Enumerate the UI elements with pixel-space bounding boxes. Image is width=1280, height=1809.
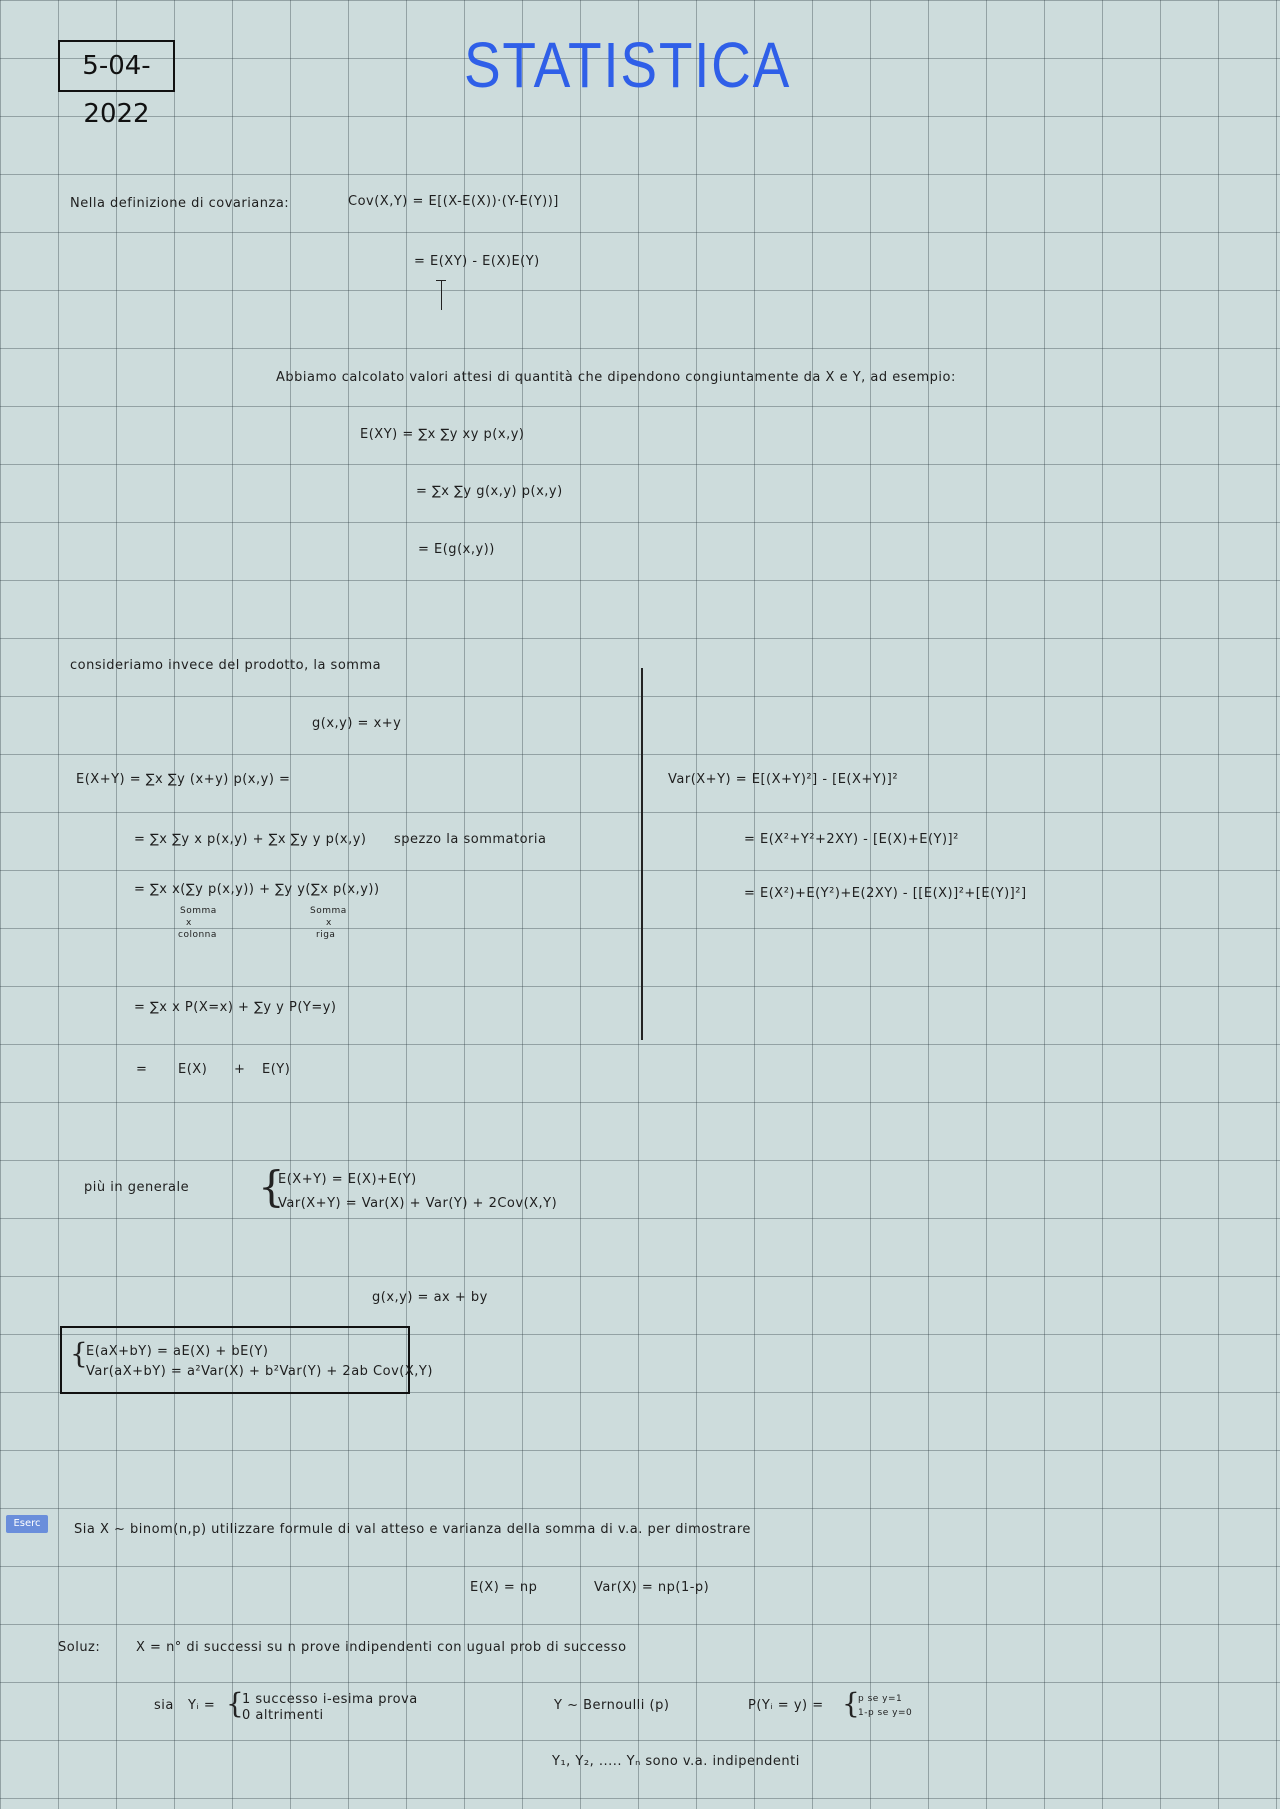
sum-line2: = ∑x ∑y x p(x,y) + ∑x ∑y y p(x,y) [134,832,367,847]
pmf-case1: p se y=1 [858,1694,903,1704]
yi-case0: 0 altrimenti [242,1708,324,1723]
variance-line2: = E(X²+Y²+2XY) - [E(X)+E(Y)]² [744,832,959,847]
result-brace: { [70,1337,88,1370]
sum-line5-plus: + [234,1062,246,1077]
sum-line5-ex: E(X) [178,1062,208,1077]
general-g-def: g(x,y) = ax + by [372,1290,488,1305]
general-s2: Var(X+Y) = Var(X) + Var(Y) + 2Cov(X,Y) [278,1196,558,1211]
bernoulli-text: Y ~ Bernoulli (p) [554,1698,670,1713]
variance-line3: = E(X²)+E(Y²)+E(2XY) - [[E(X)]²+[E(Y)]²] [744,886,1027,901]
solution-label: Soluz: [58,1640,101,1655]
result-line2: Var(aX+bY) = a²Var(X) + b²Var(Y) + 2ab C… [86,1364,433,1379]
date-box: 5-04-2022 [58,40,175,129]
covariance-line2: = E(XY) - E(X)E(Y) [414,254,540,269]
exercise-var: Var(X) = np(1-p) [594,1580,710,1595]
pmf-case0: 1-p se y=0 [858,1708,913,1718]
page-title: STATISTICA [464,29,792,101]
expected-line3: = E(g(x,y)) [418,542,495,557]
sum-line2-note: spezzo la sommatoria [394,832,547,847]
solution-text: X = n° di successi su n prove indipenden… [136,1640,627,1655]
exercise-tag: Eserc [6,1515,48,1533]
general-brace: { [258,1162,285,1211]
note-somma-riga-2: x [326,918,332,928]
pmf-brace: { [842,1687,860,1720]
note-somma-colonna-3: colonna [178,930,217,940]
variance-line1: Var(X+Y) = E[(X+Y)²] - [E(X+Y)]² [668,772,899,787]
arrow-up-line [441,280,442,310]
yi-case1: 1 successo i-esima prova [242,1692,418,1707]
covariance-intro: Nella definizione di covarianza: [70,196,290,211]
note-somma-colonna-2: x [186,918,192,928]
independence-text: Y₁, Y₂, ..... Yₙ sono v.a. indipendenti [552,1754,800,1769]
expected-line2: = ∑x ∑y g(x,y) p(x,y) [416,484,563,499]
expected-text: Abbiamo calcolato valori attesi di quant… [276,370,956,385]
yi-def-label: Yᵢ = [188,1698,216,1713]
sum-intro: consideriamo invece del prodotto, la som… [70,658,382,673]
note-somma-colonna-1: Somma [180,906,217,916]
yi-brace: { [226,1687,244,1720]
sum-line3: = ∑x x(∑y p(x,y)) + ∑y y(∑x p(x,y)) [134,882,380,897]
result-box: { E(aX+bY) = aE(X) + bE(Y) Var(aX+bY) = … [60,1326,432,1394]
exercise-ex: E(X) = np [470,1580,538,1595]
general-intro: più in generale [84,1180,190,1195]
arrow-up-head [436,280,446,281]
expected-line1: E(XY) = ∑x ∑y xy p(x,y) [360,427,525,442]
note-somma-riga-1: Somma [310,906,347,916]
sum-g-def: g(x,y) = x+y [312,716,402,731]
pmf-label: P(Yᵢ = y) = [748,1698,824,1713]
note-somma-riga-3: riga [316,930,336,940]
vertical-divider [641,668,643,1040]
covariance-formula: Cov(X,Y) = E[(X-E(X))·(Y-E(Y))] [348,194,559,209]
exercise-text: Sia X ~ binom(n,p) utilizzare formule di… [74,1522,751,1537]
sum-line5-ey: E(Y) [262,1062,291,1077]
sum-line1: E(X+Y) = ∑x ∑y (x+y) p(x,y) = [76,772,291,787]
general-s1: E(X+Y) = E(X)+E(Y) [278,1172,417,1187]
sum-line5-eq: = [136,1062,148,1077]
sum-line4: = ∑x x P(X=x) + ∑y y P(Y=y) [134,1000,337,1015]
sia-label: sia [154,1698,174,1713]
result-line1: E(aX+bY) = aE(X) + bE(Y) [86,1344,269,1359]
